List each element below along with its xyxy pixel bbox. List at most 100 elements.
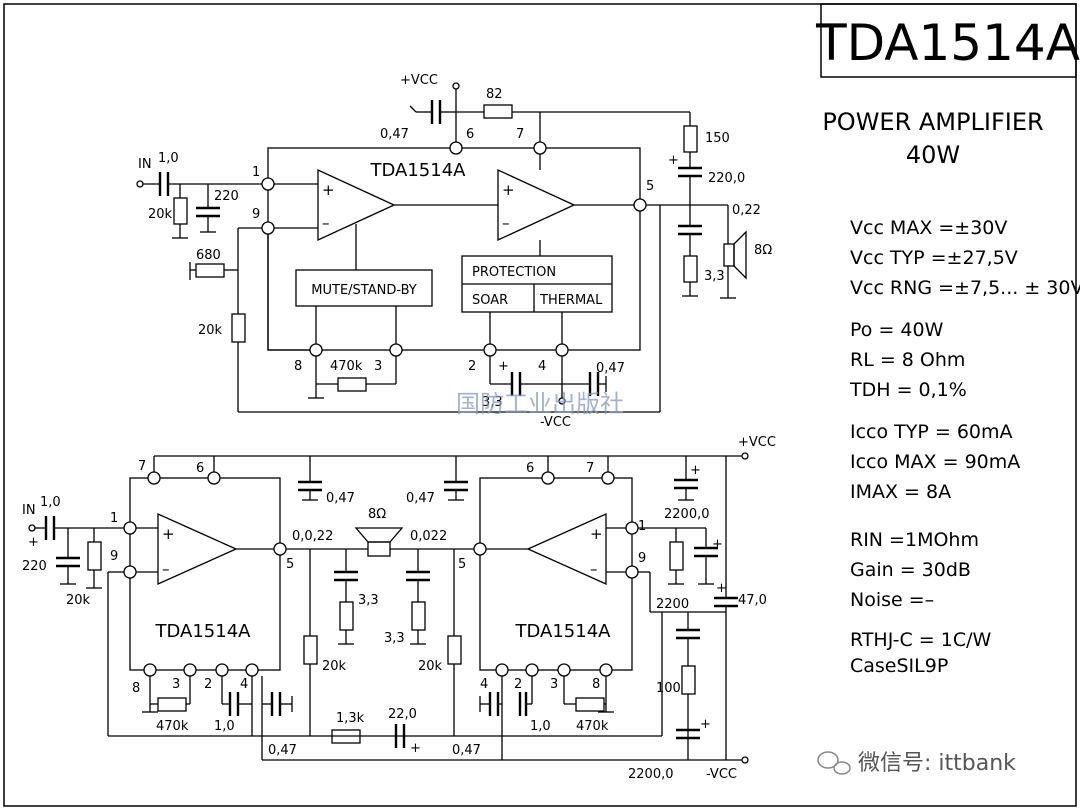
top-c2200-plus: +	[668, 153, 679, 168]
bottom-c022-right-label: 0,022	[410, 529, 447, 544]
top-r470k	[337, 377, 367, 392]
spec-item: Icco TYP = 60mA	[850, 421, 1013, 443]
svg-text:–: –	[590, 560, 598, 578]
bottom-c2200-mid-label: 2200	[656, 597, 689, 612]
bottom-c220-label: 220	[22, 559, 47, 574]
top-r33	[683, 255, 698, 283]
bottom-r470k-left-label: 470k	[156, 719, 189, 734]
br-pin-7-label: 7	[586, 461, 594, 476]
top-r470k-label: 470k	[330, 359, 363, 374]
top-c047-bot-label: 0,47	[596, 361, 625, 376]
bottom-cin-label: 1,0	[40, 495, 61, 510]
br-pin-1-label: 1	[638, 519, 646, 534]
top-opamp-1	[317, 168, 396, 242]
bottom-c047-midbot-label: 0,47	[452, 743, 481, 758]
br-pin-7-node	[601, 471, 615, 485]
svg-text:+: +	[162, 525, 175, 543]
top-pin-9-node	[261, 221, 275, 235]
top-r20k-in	[173, 197, 188, 225]
bottom-r100-label: 100	[656, 681, 681, 696]
soar-label: SOAR	[472, 293, 508, 308]
top-r680	[195, 263, 225, 278]
top-r82	[483, 104, 513, 119]
bottom-c10-right-label: 1,0	[530, 719, 551, 734]
top-r150	[683, 125, 698, 153]
top-c2200-label: 220,0	[708, 171, 745, 186]
top-c33-plus: +	[498, 359, 509, 374]
top-vcc-neg-label: -VCC	[540, 415, 571, 430]
top-r20k-in-label: 20k	[148, 207, 173, 222]
top-pin-7-node	[533, 141, 547, 155]
br-pin-2-label: 2	[514, 677, 522, 692]
top-r82-label: 82	[486, 87, 503, 102]
br-pin-5-node	[473, 542, 487, 556]
top-circuit: TDA1514A + – + – MUTE/STAND-BY PROTECTIO…	[136, 73, 772, 430]
bottom-r20k-right	[447, 635, 462, 665]
br-pin-9-label: 9	[638, 551, 646, 566]
br-pin-1-node	[625, 521, 639, 535]
top-pin-5-node	[633, 198, 647, 212]
svg-text:+: +	[410, 741, 421, 756]
protection-label: PROTECTION	[472, 265, 556, 280]
bottom-c047-leftbot-label: 0,47	[268, 743, 297, 758]
bl-pin-5-node	[273, 542, 287, 556]
br-pin-8-label: 8	[592, 677, 600, 692]
spec-item: Vcc TYP =±27,5V	[850, 247, 1018, 269]
bl-pin-4-node	[245, 663, 259, 677]
bl-pin-9-label: 9	[110, 549, 118, 564]
top-opamp-2-plus: +	[502, 181, 515, 199]
top-pin-6-node	[449, 141, 463, 155]
top-c047-label: 0,47	[380, 127, 409, 142]
br-pin-5-label: 5	[458, 557, 466, 572]
top-r33-label: 3,3	[704, 269, 725, 284]
top-vcc-pos-label: +VCC	[400, 73, 438, 88]
publisher-watermark: 国防工业出版社	[456, 390, 624, 418]
top-opamp-1-minus: –	[322, 214, 330, 232]
mute-standby-label: MUTE/STAND-BY	[311, 283, 417, 298]
svg-text:+: +	[590, 525, 603, 543]
spec-item: Noise =–	[850, 589, 934, 611]
top-pin-3-label: 3	[374, 359, 382, 374]
bl-pin-2-label: 2	[204, 677, 212, 692]
spec-item: RL = 8 Ohm	[850, 349, 965, 371]
bl-pin-6-label: 6	[196, 461, 204, 476]
top-pin-8-label: 8	[294, 359, 302, 374]
bottom-r20k-in-label: 20k	[66, 593, 91, 608]
bl-pin-8-label: 8	[132, 681, 140, 696]
bottom-r100	[681, 665, 696, 695]
bottom-in-label: IN	[22, 503, 36, 518]
top-pin-7-label: 7	[516, 127, 524, 142]
top-in-label: IN	[138, 157, 152, 172]
bl-pin-1-node	[123, 521, 137, 535]
bottom-r-feedback	[669, 541, 684, 571]
thermal-label: THERMAL	[539, 293, 603, 308]
spec-item: RTHJ-C = 1C/W	[850, 629, 992, 651]
top-pin-2-node	[483, 343, 497, 357]
svg-text:+: +	[716, 581, 727, 596]
top-pin-9-label: 9	[252, 207, 260, 222]
bottom-c047b-label: 0,47	[406, 491, 435, 506]
br-pin-4-label: 4	[480, 677, 488, 692]
wechat-badge: 微信号: ittbank	[817, 751, 1016, 776]
br-pin-8-node	[599, 663, 613, 677]
svg-text:+: +	[700, 717, 711, 732]
top-ic-label: TDA1514A	[370, 160, 467, 181]
bottom-c2200-bot-label: 2200,0	[628, 767, 674, 782]
top-pin-3-node	[389, 343, 403, 357]
top-c33-label: 3,3	[482, 395, 503, 410]
top-pin-8-node	[309, 343, 323, 357]
svg-text:+: +	[28, 535, 39, 550]
br-pin-3-node	[557, 663, 571, 677]
bl-pin-1-label: 1	[110, 511, 118, 526]
top-vcc-terminal	[452, 82, 460, 90]
bottom-r20k-left-label: 20k	[322, 659, 347, 674]
bl-pin-5-label: 5	[286, 557, 294, 572]
bottom-circuit: +VCC -VCC + – TDA1514A 7 6 1 9 5 8 3 2 4	[22, 435, 776, 782]
bl-pin-3-label: 3	[172, 677, 180, 692]
subtitle-line-1: POWER AMPLIFIER	[822, 108, 1043, 136]
bl-pin-7-node	[147, 471, 161, 485]
br-pin-2-node	[525, 663, 539, 677]
br-pin-6-node	[541, 471, 555, 485]
top-opamp-2-minus: –	[502, 214, 510, 232]
bottom-r470k-right	[575, 697, 605, 712]
